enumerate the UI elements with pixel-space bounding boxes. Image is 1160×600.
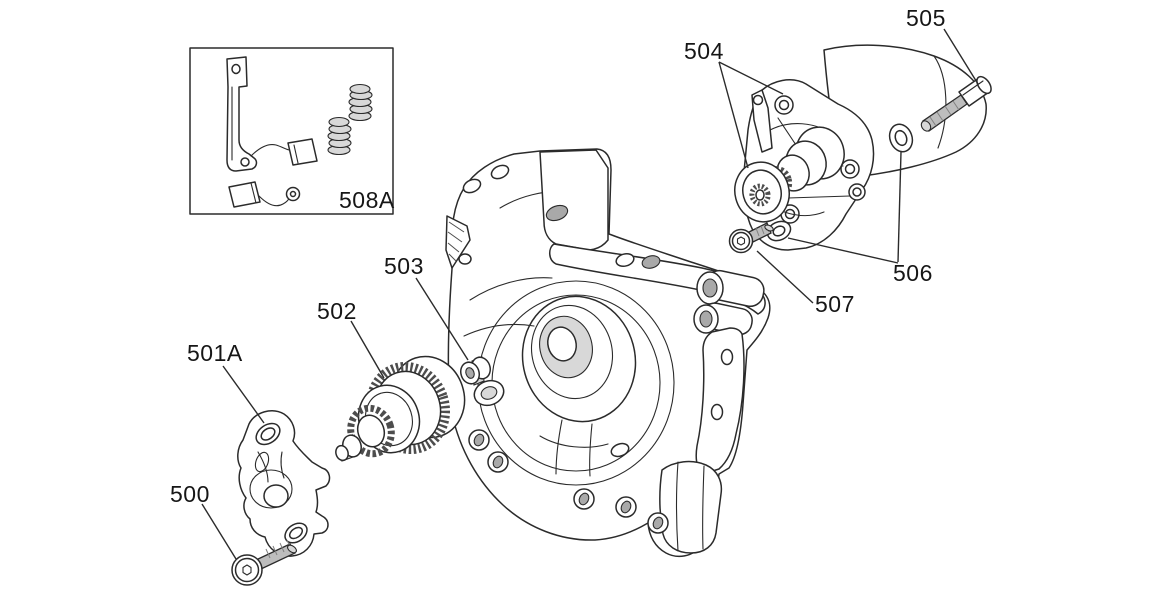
starter-motor: [734, 44, 987, 251]
socket-bolt-500: [231, 539, 297, 586]
cover-plate: [237, 410, 331, 557]
starter-drive-gear: [335, 355, 466, 462]
inset-box-border: [189, 47, 394, 215]
callout-label-506: 506: [893, 260, 933, 286]
crankcase-drawing: [445, 148, 771, 558]
brush-springs: [327, 83, 373, 156]
socket-bolt-507: [728, 222, 774, 254]
callout-label-504: 504: [684, 38, 724, 64]
callout-label-501a: 501A: [187, 340, 243, 366]
callout-label-507: 507: [815, 291, 855, 317]
mount-bolt-505: [920, 75, 992, 132]
bushing: [459, 356, 492, 386]
callout-leaders: [201, 28, 979, 560]
brush-kit-inset: [189, 47, 394, 215]
callout-label-502: 502: [317, 298, 357, 324]
flange-bolt-holes: [468, 429, 669, 534]
callout-label-508a: 508A: [339, 187, 395, 213]
callout-label-503: 503: [384, 253, 424, 279]
callout-label-500: 500: [170, 481, 210, 507]
callout-label-505: 505: [906, 5, 946, 31]
callout-labels: 500 501A 502 503 504 505 506 507 508A: [170, 5, 946, 507]
